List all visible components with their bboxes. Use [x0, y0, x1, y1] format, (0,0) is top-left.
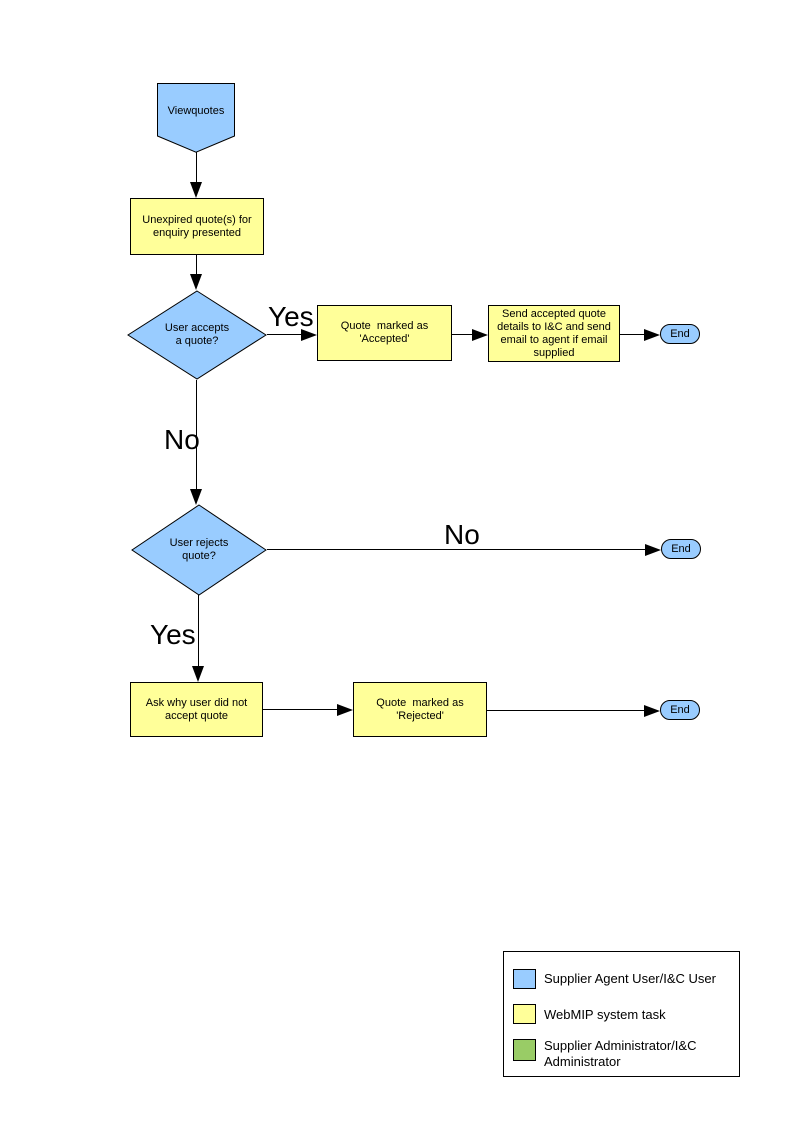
reject-decision-label: User rejects quote?: [169, 537, 229, 562]
edge-reject-to-ask: [198, 595, 199, 667]
edge-label-accept-yes: Yes: [268, 301, 314, 332]
arrowhead-icon: [190, 182, 202, 198]
end-node-label: End: [670, 328, 690, 340]
legend-item-label: Supplier Administrator/I&C Administrator: [544, 1038, 697, 1069]
edge-label-accept-no: No: [164, 424, 200, 455]
edge-start-to-unexpired: [196, 152, 197, 182]
edge-label-reject-no: No: [444, 519, 480, 550]
send-details-box: Send accepted quote details to I&C and s…: [488, 305, 620, 362]
diamond-shape-icon: [131, 504, 267, 596]
unexpired-box-label: Unexpired quote(s) for enquiry presented: [142, 213, 252, 239]
unexpired-box: Unexpired quote(s) for enquiry presented: [130, 198, 264, 255]
edge-accept-to-accepted: [267, 334, 302, 335]
accepted-box-label: Quote marked as 'Accepted': [340, 320, 429, 345]
end-node-reject-no: End: [661, 539, 701, 559]
accepted-box: Quote marked as 'Accepted': [317, 305, 452, 361]
legend-swatch-supplier-admin: [513, 1039, 536, 1061]
rejected-box-label: Quote marked as 'Rejected': [376, 696, 464, 722]
accept-decision-label: User accepts a quote?: [164, 322, 230, 347]
end-node-label: End: [670, 704, 690, 716]
legend-swatch-supplier-agent: [513, 969, 536, 989]
edge-ask-to-rejected: [263, 709, 338, 710]
edge-rejected-to-end: [487, 710, 645, 711]
accept-decision-diamond: User accepts a quote?: [127, 290, 267, 380]
legend-item-label: WebMIP system task: [544, 1007, 666, 1022]
start-node-label: Viewquotes: [167, 104, 225, 117]
end-node-reject-yes: End: [660, 700, 700, 720]
edge-label-reject-yes: Yes: [150, 619, 196, 650]
edge-accepted-to-send: [452, 334, 473, 335]
ask-why-box: Ask why user did not accept quote: [130, 682, 263, 737]
legend: Supplier Agent User/I&C User WebMIP syst…: [503, 951, 740, 1077]
arrowhead-icon: [337, 704, 353, 716]
diamond-shape-icon: [127, 290, 267, 380]
arrowhead-icon: [472, 329, 488, 341]
arrowhead-icon: [644, 329, 660, 341]
legend-swatch-webmip-task: [513, 1004, 536, 1024]
arrowhead-icon: [192, 666, 204, 682]
arrowhead-icon: [645, 544, 661, 556]
banner-shape-icon: [157, 83, 235, 153]
arrowhead-icon: [190, 274, 202, 290]
end-node-accept: End: [660, 324, 700, 344]
edge-unexpired-to-accept: [196, 255, 197, 275]
reject-decision-diamond: User rejects quote?: [131, 504, 267, 596]
legend-item-label: Supplier Agent User/I&C User: [544, 971, 716, 986]
arrowhead-icon: [644, 705, 660, 717]
send-details-box-label: Send accepted quote details to I&C and s…: [497, 307, 611, 359]
start-node: Viewquotes: [157, 83, 235, 153]
rejected-box: Quote marked as 'Rejected': [353, 682, 487, 737]
ask-why-box-label: Ask why user did not accept quote: [145, 696, 248, 722]
arrowhead-icon: [190, 489, 202, 505]
edge-accept-to-reject: [196, 380, 197, 490]
edge-send-to-end: [620, 334, 645, 335]
arrowhead-icon: [301, 329, 317, 341]
edge-reject-to-end: [267, 549, 646, 550]
end-node-label: End: [671, 543, 691, 555]
